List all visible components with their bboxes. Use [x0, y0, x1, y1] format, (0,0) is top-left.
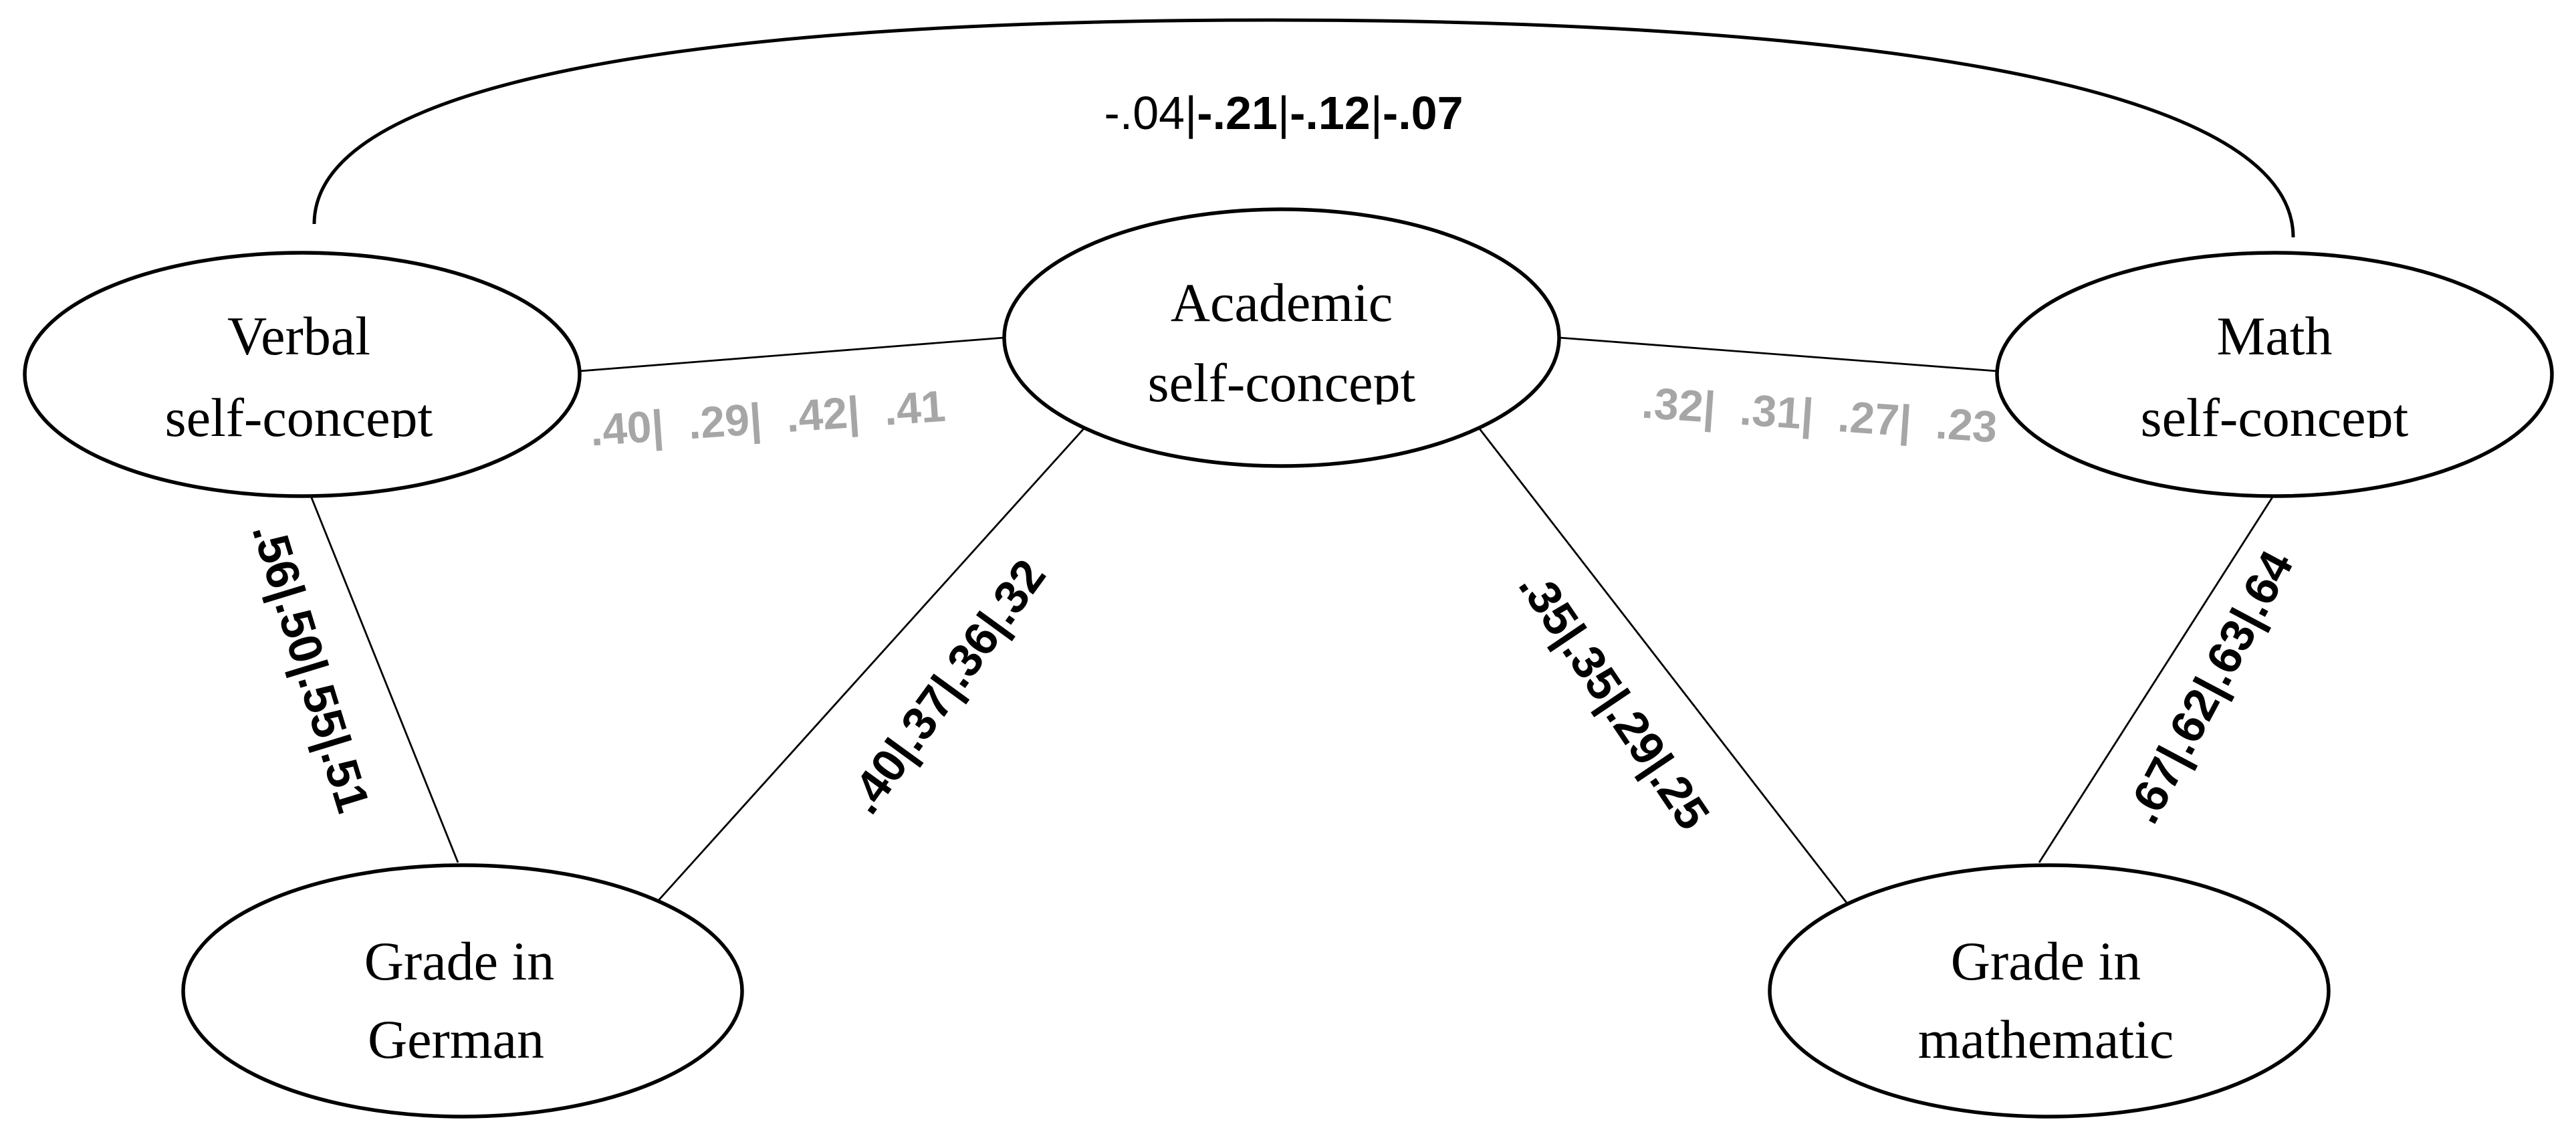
label-academic-german: .40|.37|.36|.32 [837, 550, 1056, 824]
node-verbal-line2: self-concept [165, 387, 433, 448]
node-verbal-line1: Verbal [227, 306, 370, 366]
node-mathgrade-line2: mathematic [1918, 1009, 2174, 1070]
edge-verbal-german [310, 495, 459, 863]
label-verbal-math-v2: -.21 [1197, 87, 1278, 139]
edge-academic-german [654, 427, 1086, 905]
node-academic-self-concept: Academic self-concept [1002, 207, 1561, 468]
node-verbal-self-concept: Verbal self-concept [23, 251, 582, 498]
node-math-line1: Math [2216, 306, 2332, 366]
node-math-line2: self-concept [2141, 387, 2409, 448]
edge-math-mathgrade [2038, 495, 2274, 863]
label-verbal-math-sep3: | [1371, 87, 1383, 139]
label-verbal-math-v4: -.07 [1383, 87, 1463, 139]
node-mathgrade-line1: Grade in [1951, 931, 2141, 992]
edge-academic-math [1558, 336, 1998, 372]
node-academic-line1: Academic [1171, 272, 1393, 333]
label-verbal-math-v1: -.04 [1104, 87, 1185, 139]
edge-academic-mathgrade [1478, 427, 1848, 903]
node-grade-mathematic: Grade in mathematic [1768, 863, 2331, 1119]
label-verbal-math-sep2: | [1278, 87, 1290, 139]
label-verbal-academic: .40| .29| .42| .41 [588, 381, 947, 457]
label-verbal-math-sep1: | [1185, 87, 1197, 139]
label-math-mathgrade: .67|.62|.63|.64 [2117, 542, 2304, 832]
node-academic-line2: self-concept [1148, 352, 1416, 413]
label-verbal-math-v3: -.12 [1290, 87, 1371, 139]
label-verbal-german: .56|.50|.55|.51 [242, 517, 380, 819]
node-grade-german: Grade in German [181, 863, 744, 1119]
node-german-line1: Grade in [364, 931, 555, 992]
label-academic-math: .32| .31| .27| .23 [1640, 378, 1998, 453]
node-math-self-concept: Math self-concept [1995, 251, 2554, 498]
edge-verbal-math-arc [312, 18, 2295, 238]
label-verbal-math: -.04|-.21|-.12|-.07 [1104, 87, 1463, 139]
node-german-line2: German [368, 1009, 544, 1070]
edge-verbal-academic [579, 336, 1005, 372]
